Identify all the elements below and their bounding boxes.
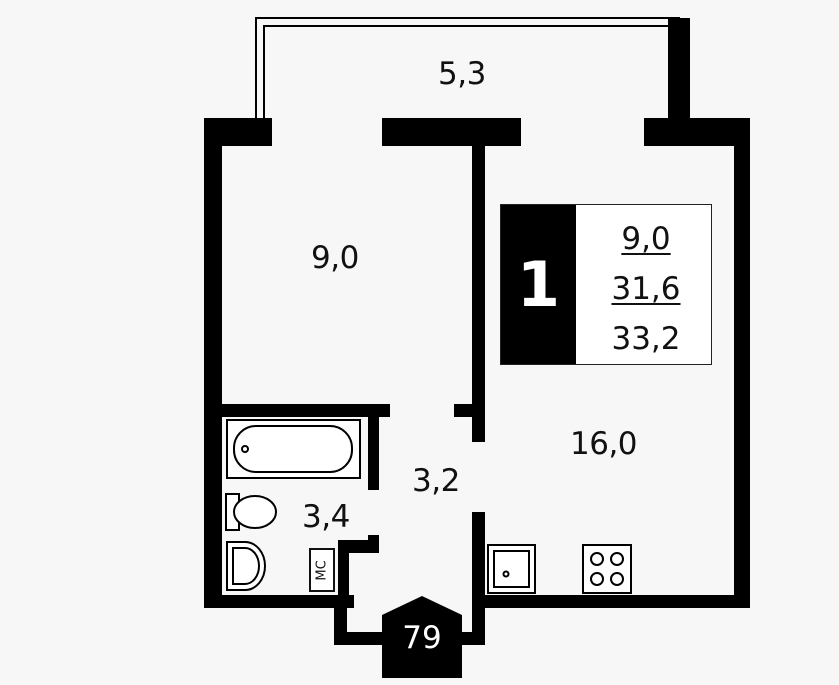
area-no-balcony-value: 31,6 bbox=[611, 271, 681, 307]
living-area-label: 16,0 bbox=[570, 426, 638, 462]
balcony-railing bbox=[255, 17, 680, 120]
bath-right-wall-upper bbox=[368, 404, 379, 490]
partition-vertical-upper bbox=[472, 146, 485, 442]
bedroom-area-label: 9,0 bbox=[311, 240, 359, 276]
vestibule-right-bottom bbox=[462, 632, 485, 645]
bath-top-wall bbox=[222, 404, 390, 417]
top-wall-middle bbox=[382, 118, 521, 146]
bottom-wall-left bbox=[204, 595, 354, 608]
stove-icon bbox=[582, 544, 632, 594]
total-area-value: 33,2 bbox=[611, 321, 681, 357]
partition-vertical-lower bbox=[472, 512, 485, 598]
sink-icon bbox=[487, 544, 536, 594]
hall-area-label: 3,2 bbox=[412, 463, 460, 499]
washbasin bbox=[226, 541, 266, 591]
bathroom-area-label: 3,4 bbox=[302, 499, 350, 535]
apartment-summary: 1 9,0 31,6 33,2 bbox=[500, 204, 712, 365]
balcony-right-wall bbox=[668, 18, 690, 120]
ms-label: МС bbox=[309, 548, 335, 592]
top-wall-right bbox=[644, 118, 750, 146]
vestibule-left-bottom bbox=[334, 632, 382, 645]
bath-lower-post bbox=[338, 540, 349, 608]
unit-badge bbox=[382, 596, 462, 678]
left-wall bbox=[204, 118, 222, 608]
unit-number: 79 bbox=[402, 620, 442, 656]
ms-text: МС bbox=[314, 559, 330, 581]
right-wall bbox=[734, 118, 750, 608]
walls bbox=[204, 18, 750, 645]
bathtub bbox=[226, 419, 361, 479]
balcony-area-label: 5,3 bbox=[438, 56, 486, 92]
toilet bbox=[225, 493, 277, 531]
room-count: 1 bbox=[501, 205, 576, 364]
partition-stub bbox=[454, 404, 474, 417]
living-area-value: 9,0 bbox=[621, 221, 671, 257]
bottom-wall-right bbox=[472, 595, 750, 608]
